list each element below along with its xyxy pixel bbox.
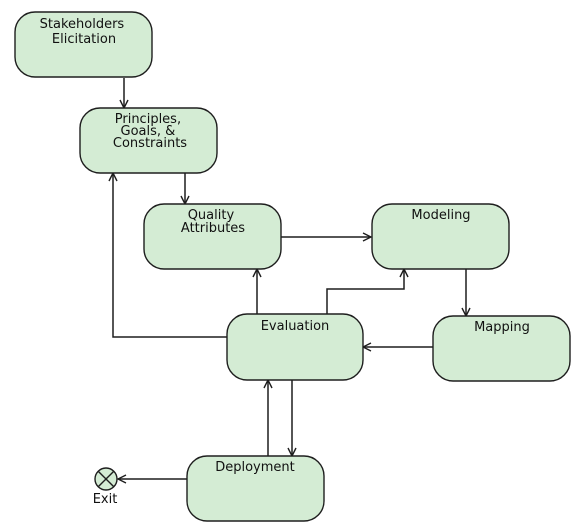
node-label-line: Stakeholders [40,17,125,32]
node-stakeholders-elicitation: Stakeholders Elicitation [14,11,153,78]
node-label-line: Elicitation [52,32,116,47]
node-label: Deployment [215,460,295,475]
node-label-line: Mapping [474,320,530,335]
node-label-line: Principles, [115,112,181,127]
node-label: Stakeholders Elicitation [40,17,129,47]
exit-label: Exit [93,492,118,507]
edges [113,78,466,479]
node-quality-attributes: Quality Attributes [143,203,282,270]
node-label-line: Constraints [113,136,187,151]
node-evaluation: Evaluation [226,313,364,381]
node-mapping: Mapping [432,315,571,382]
node-box [186,455,325,522]
node-label: Modeling [411,208,470,223]
edge-evaluation-to-principles [113,173,227,338]
node-box [14,11,153,78]
node-label-line: Attributes [181,221,245,236]
node-box [79,107,218,174]
node-label: Principles, Goals, & Constraints [113,112,187,151]
node-box [226,313,364,381]
node-label-line: Modeling [411,208,470,223]
node-label: Quality Attributes [181,208,245,236]
node-label-line: Goals, & [121,124,176,139]
node-deployment: Deployment [186,455,325,522]
node-label: Mapping [474,320,530,335]
node-box [432,315,571,382]
node-principles-goals-constraints: Principles, Goals, & Constraints [79,107,218,174]
edge-evaluation-to-modeling [326,269,404,314]
node-box [143,203,282,270]
node-label-line: Evaluation [261,319,330,334]
node-label-line: Deployment [215,460,295,475]
exit-cross-line [97,470,115,488]
node-label: Evaluation [261,319,330,334]
node-modeling: Modeling [371,203,510,270]
node-box [371,203,510,270]
node-label-line: Quality [188,208,235,223]
exit-node: Exit [93,467,118,507]
